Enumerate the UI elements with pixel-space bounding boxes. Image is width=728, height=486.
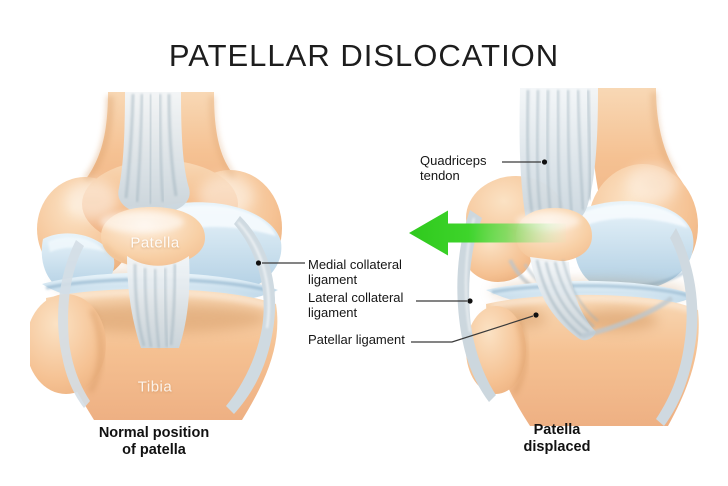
patellar-ligament-band bbox=[530, 257, 674, 341]
diagram-title: PATELLAR DISLOCATION bbox=[168, 38, 560, 73]
patellar-ligament-band bbox=[127, 256, 190, 349]
normal-knee-illustration: Patella Tibia bbox=[30, 92, 290, 422]
medial-collateral-ligament-label: Medial collateral ligament bbox=[308, 257, 402, 287]
arrow-shape bbox=[409, 210, 566, 256]
dislocated-knee-illustration bbox=[440, 88, 705, 428]
tibia-bone bbox=[486, 294, 699, 426]
patellar-ligament-label: Patellar ligament bbox=[308, 332, 405, 347]
quadriceps-tendon-label: Quadriceps tendon bbox=[420, 153, 487, 183]
lateral-ligament-band bbox=[58, 240, 90, 408]
mcl-highlight bbox=[237, 221, 270, 329]
quadriceps-tendon-band bbox=[118, 92, 190, 214]
normal-knee-art bbox=[30, 92, 282, 420]
patella-bone bbox=[100, 207, 205, 268]
lateral-retinaculum-band bbox=[656, 228, 698, 426]
caption-normal-position: Normal position of patella bbox=[98, 425, 210, 458]
lateral-collateral-ligament-label: Lateral collateral ligament bbox=[308, 290, 404, 320]
dislocated-knee-art bbox=[457, 88, 699, 426]
quadriceps-tendon-band bbox=[519, 88, 598, 228]
displacement-arrow-icon bbox=[409, 210, 566, 256]
caption-patella-displaced: Patella displaced bbox=[523, 422, 591, 455]
